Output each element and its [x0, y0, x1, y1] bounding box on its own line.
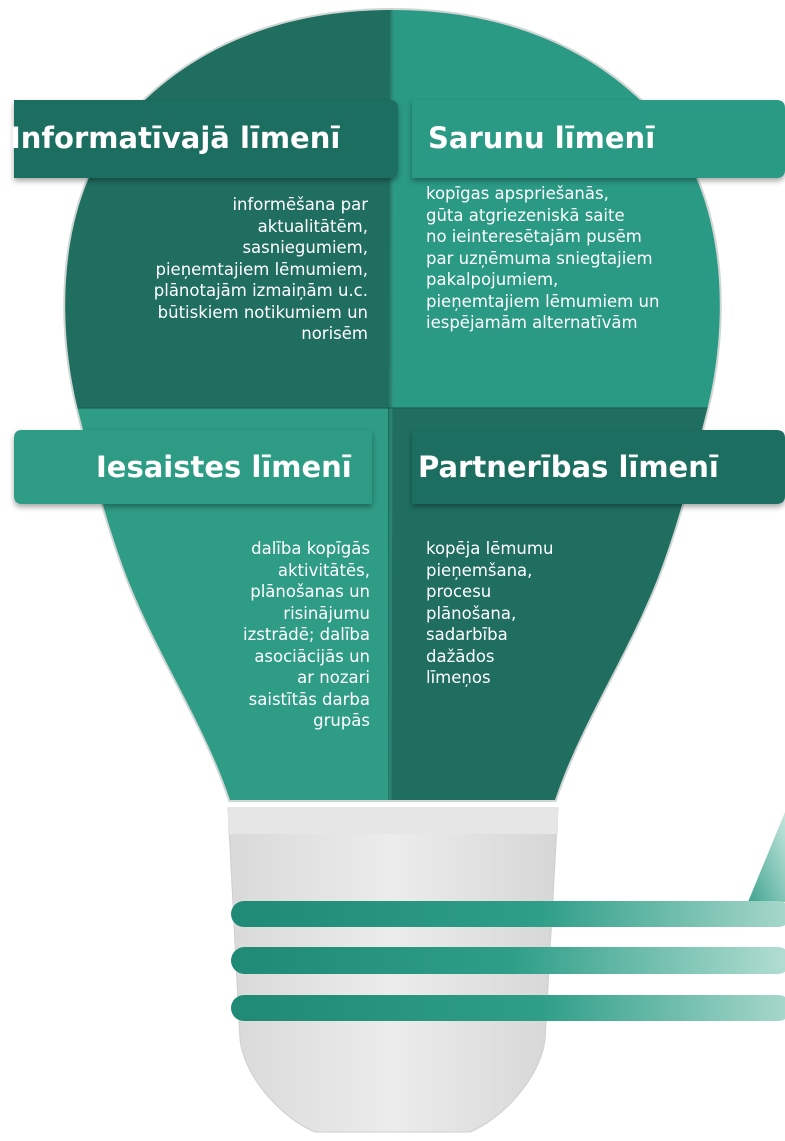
text-top-left: informēšana par aktualitātēm, sasniegumi…	[153, 195, 368, 343]
text-bottom-right: kopēja lēmumu pieņemšana, procesu plānoš…	[426, 539, 554, 687]
text-bottom-left: dalība kopīgās aktivitātēs, plānošanas u…	[243, 539, 370, 730]
stripe-3	[231, 995, 785, 1021]
banner-top-right	[412, 100, 785, 178]
title-top-right: Sarunu līmenī	[428, 121, 656, 155]
stripe-2	[231, 947, 785, 974]
title-top-left: Informatīvajā līmenī	[10, 121, 341, 155]
title-bottom-left: Iesaistes līmenī	[96, 450, 352, 484]
stripe-1	[231, 901, 785, 927]
title-bottom-right: Partnerības līmenī	[418, 450, 719, 484]
banner-top-left	[14, 100, 398, 178]
text-top-right: kopīgas apspriešanās, gūta atgriezeniskā…	[426, 184, 660, 332]
title-banners	[14, 100, 785, 504]
socket-collar	[228, 808, 558, 834]
banner-bottom-right	[412, 430, 785, 504]
diagonal-accent	[748, 812, 785, 902]
decorative-stripes	[231, 812, 785, 1021]
banner-bottom-left	[14, 430, 372, 504]
